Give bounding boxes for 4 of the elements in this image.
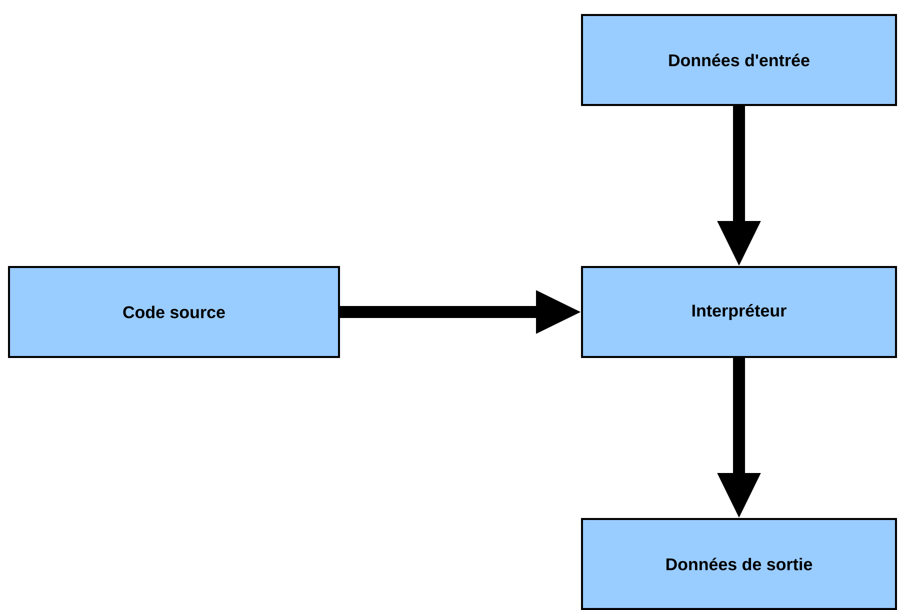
process-box: Code source: [8, 266, 340, 358]
process-box: Données de sortie: [581, 518, 898, 610]
process-box: Données d'entrée: [581, 14, 898, 106]
process-box: Interpréteur: [581, 266, 898, 358]
